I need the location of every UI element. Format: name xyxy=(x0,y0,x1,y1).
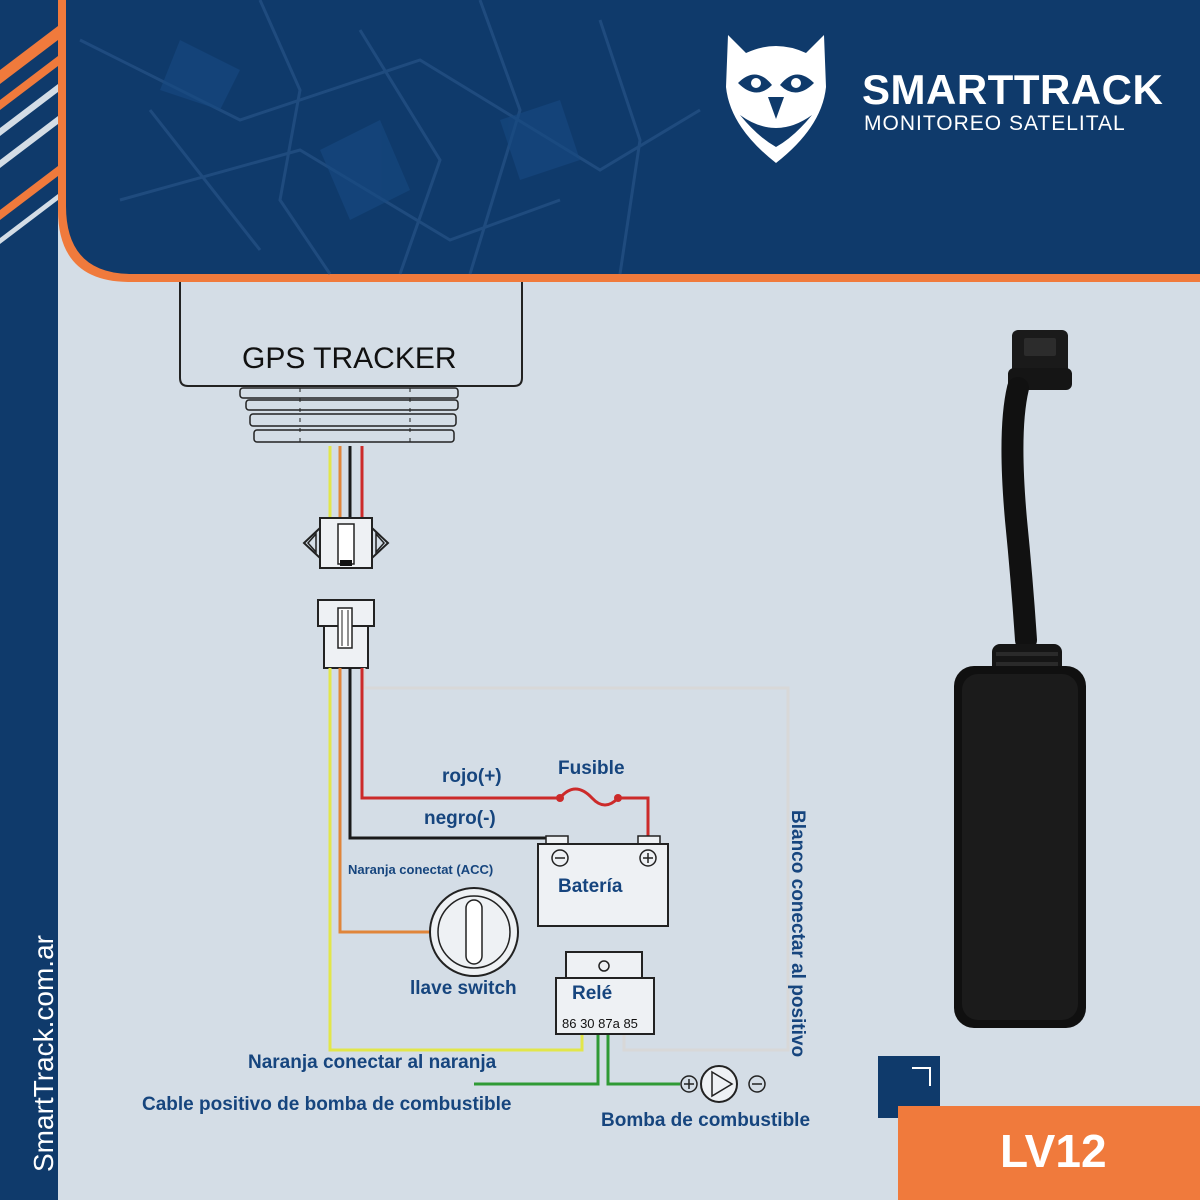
ignition-switch-icon xyxy=(429,887,519,977)
relay-pins: 86 30 87a 85 xyxy=(562,1016,638,1031)
left-strip xyxy=(0,0,58,1200)
model-banner xyxy=(898,1106,1200,1200)
label-cable-bomba: Cable positivo de bomba de combustible xyxy=(142,1094,512,1115)
label-blanco: Blanco conectar al positivo xyxy=(787,810,808,1058)
battery xyxy=(537,835,669,927)
header xyxy=(58,0,1200,282)
label-rele: Relé xyxy=(572,983,613,1004)
label-rojo: rojo(+) xyxy=(442,766,502,787)
model-label: LV12 xyxy=(1000,1125,1107,1177)
top-wires xyxy=(328,446,364,518)
brand-tagline: MONITOREO SATELITAL xyxy=(864,112,1126,135)
fuel-pump-icon xyxy=(680,1065,766,1103)
label-naranja-acc: Naranja conectat (ACC) xyxy=(348,862,494,877)
owl-logo-icon xyxy=(726,35,826,163)
website-link[interactable]: SmartTrack.com.ar xyxy=(28,935,59,1172)
wiring xyxy=(328,668,790,1086)
label-bateria: Batería xyxy=(558,876,623,897)
male-connector xyxy=(302,517,390,569)
label-negro: negro(-) xyxy=(424,808,496,829)
label-llave-switch: llave switch xyxy=(410,978,517,999)
gps-tracker-block xyxy=(179,282,523,443)
relay xyxy=(555,951,655,1035)
tracker-label: GPS TRACKER xyxy=(242,342,457,375)
label-bomba: Bomba de combustible xyxy=(601,1110,811,1131)
brand-name: SMARTTRACK xyxy=(862,66,1164,113)
gps-device-photo xyxy=(954,330,1086,1028)
female-connector xyxy=(317,599,375,669)
label-naranja-naranja: Naranja conectar al naranja xyxy=(248,1052,497,1073)
label-fusible: Fusible xyxy=(558,758,625,779)
